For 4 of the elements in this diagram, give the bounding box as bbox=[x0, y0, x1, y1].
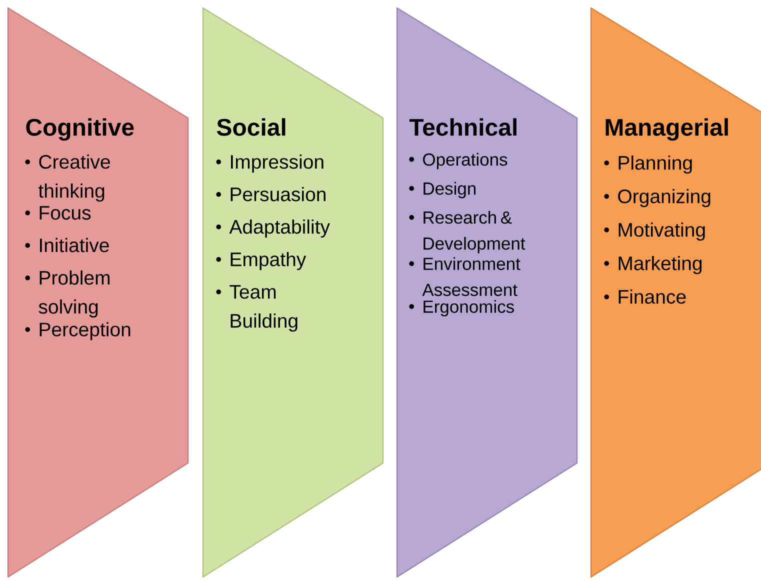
chevron-box: Social Impression Persuasion Adaptability Empathy Team Building bbox=[202, 7, 384, 578]
chevron-box: Managerial Planning Organizing Motivating Marketing Finance bbox=[590, 7, 761, 578]
chevron-box: Technical Operations Design Research & Development Environment Assessment Ergonomics bbox=[396, 7, 578, 578]
chevron-box: Cognitive Creative thinking Focus Initiative Problem solving Perception bbox=[7, 7, 189, 578]
